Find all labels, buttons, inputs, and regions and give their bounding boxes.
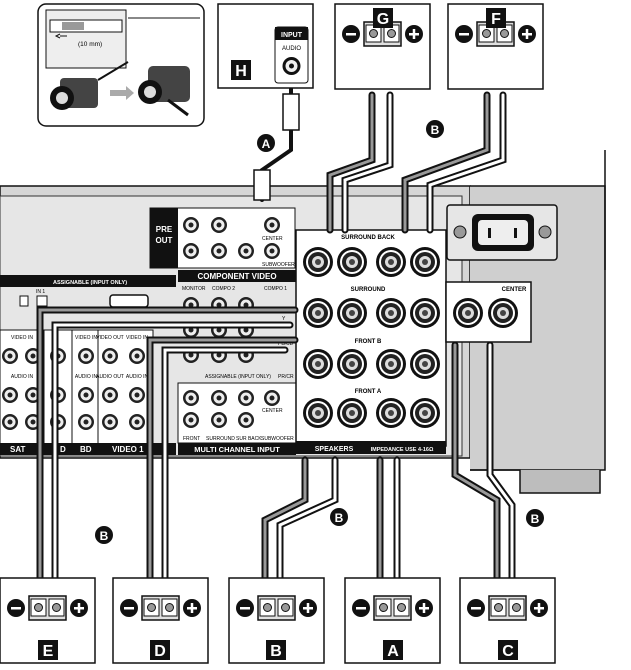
compo2-label: COMPO 2 xyxy=(212,286,235,292)
multi-channel-input-block: FRONT SURROUND SUR BACK SUBWOOFER CENTER… xyxy=(177,382,297,455)
monitor-label: MONITOR xyxy=(182,286,206,292)
pbcb-label: PB/CB xyxy=(278,341,294,347)
assignable-label: ASSIGNABLE (INPUT ONLY) xyxy=(53,280,127,286)
badge-c: C xyxy=(502,643,514,660)
strip-length-label: (10 mm) xyxy=(78,41,102,48)
wire-stripping-inset: (10 mm) xyxy=(37,3,205,127)
pre-out-block: PRE OUT CENTER SUBWOOFER xyxy=(149,207,296,269)
subwoofer-jack-label: SUBWOOFER xyxy=(262,262,295,268)
subwoofer-label: SUBWOOFER xyxy=(261,436,294,442)
audio-out-label: AUDIO OUT xyxy=(96,374,124,380)
center-label: CENTER xyxy=(502,287,527,293)
multi-channel-input-label: MULTI CHANNEL INPUT xyxy=(194,445,280,454)
callout-b-cable-right: B xyxy=(531,512,540,526)
component-video-header xyxy=(178,270,296,282)
front-label: FRONT xyxy=(183,436,200,442)
badge-e: E xyxy=(43,643,54,660)
audio-in-label-2: AUDIO IN xyxy=(75,374,98,380)
video-in-label-3: VIDEO IN xyxy=(126,335,148,341)
impedance-label: IMPEDANCE USE 4-16Ω xyxy=(371,447,434,453)
callout-b-cable-top: B xyxy=(431,123,440,137)
assignable-label-2: ASSIGNABLE (INPUT ONLY) xyxy=(205,374,271,380)
component-video-label: COMPONENT VIDEO xyxy=(197,272,276,281)
bd-label: BD xyxy=(80,445,92,454)
badge-b: B xyxy=(270,643,282,660)
video-out-label: VIDEO OUT xyxy=(96,335,124,341)
surround-label: SURROUND xyxy=(351,287,386,293)
speaker-terminals: SURROUND BACK SURROUND CENTER FRONT B FR… xyxy=(295,229,532,454)
video-in-label-2: VIDEO IN xyxy=(75,335,97,341)
compo1-label: COMPO 1 xyxy=(264,286,287,292)
audio-in-label-3: AUDIO IN xyxy=(126,374,149,380)
callout-b-cable-mid: B xyxy=(335,511,344,525)
input-title: INPUT xyxy=(281,32,303,39)
assignable-inputs-block: ASSIGNABLE (INPUT ONLY) IN 1 VIDEO IN VI… xyxy=(0,275,176,455)
front-a-label: FRONT A xyxy=(355,389,382,395)
surround-jack-label: SURROUND xyxy=(206,436,235,442)
speakers-label: SPEAKERS xyxy=(315,446,354,453)
badge-g: G xyxy=(377,11,389,28)
badge-a: A xyxy=(387,643,399,660)
letter-badges: H G F E D B A C xyxy=(38,8,518,660)
badge-f: F xyxy=(491,11,501,28)
badge-d: D xyxy=(154,643,166,660)
in1-label: IN 1 xyxy=(36,289,45,295)
component-video-jacks: Y PB/CB PR/CR ASSIGNABLE (INPUT ONLY) xyxy=(183,297,294,380)
input-subtitle: AUDIO xyxy=(282,46,301,52)
front-b-label: FRONT B xyxy=(355,339,382,345)
cable-callouts: A B B B B xyxy=(95,120,544,544)
pre-out-label-2: OUT xyxy=(156,236,173,245)
center-jack-label: CENTER xyxy=(262,236,283,242)
callout-a-cable: A xyxy=(262,137,271,151)
y-label: Y xyxy=(282,316,286,322)
video-in-label-1: VIDEO IN xyxy=(11,335,33,341)
pre-out-label-1: PRE xyxy=(156,225,173,234)
d-label: D xyxy=(60,445,66,454)
center-label-2: CENTER xyxy=(262,408,283,414)
callout-b-cable-left: B xyxy=(100,529,109,543)
sur-back-label: SUR BACK xyxy=(236,436,262,442)
surround-back-label: SURROUND BACK xyxy=(341,235,395,241)
video1-label: VIDEO 1 xyxy=(112,445,144,454)
speaker-cables xyxy=(36,76,516,594)
prcr-label: PR/CR xyxy=(278,374,294,380)
audio-in-label-1: AUDIO IN xyxy=(11,374,34,380)
badge-h: H xyxy=(235,63,247,80)
sat-label: SAT xyxy=(10,445,26,454)
